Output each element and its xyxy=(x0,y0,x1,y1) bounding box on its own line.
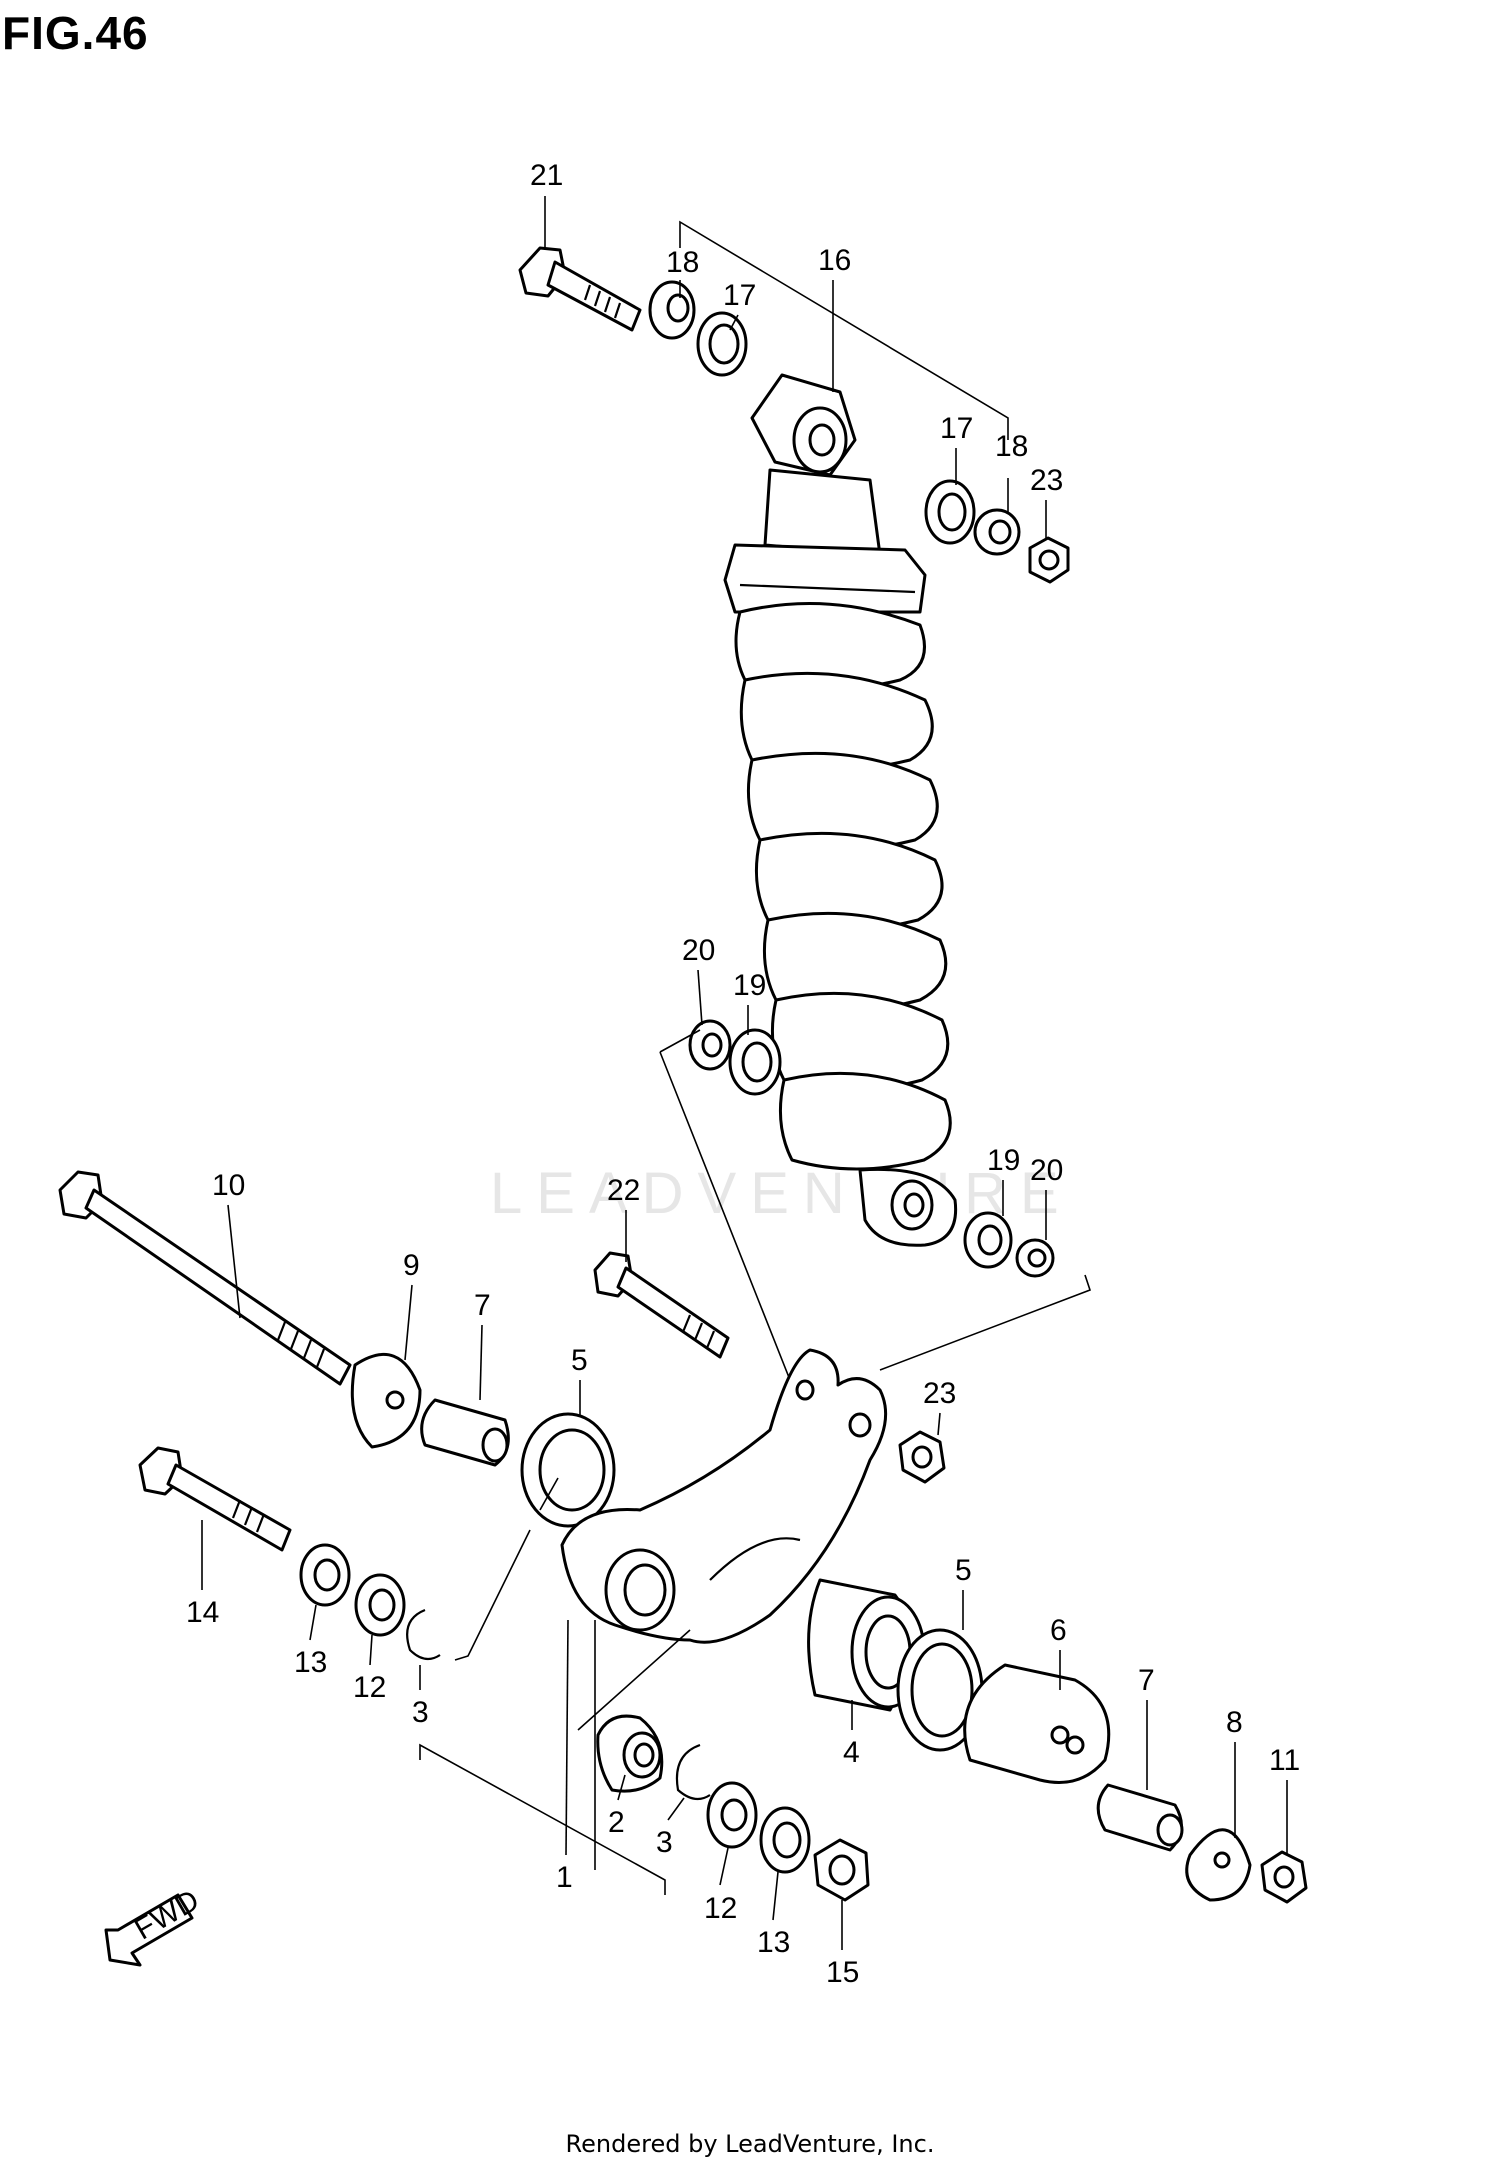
callout-8: 8 xyxy=(1226,1706,1243,1739)
callout-14: 14 xyxy=(186,1596,219,1629)
callout-11: 11 xyxy=(1269,1744,1300,1777)
callout-12-left: 12 xyxy=(353,1671,386,1704)
callout-1: 1 xyxy=(556,1861,573,1894)
part-9-washer[interactable] xyxy=(350,1353,422,1449)
part-21-bolt[interactable] xyxy=(518,246,642,332)
part-18-collar-top[interactable] xyxy=(648,280,696,340)
callout-6: 6 xyxy=(1050,1614,1067,1647)
fwd-label: FWD xyxy=(129,1884,205,1947)
callout-5-left: 5 xyxy=(571,1344,588,1377)
callout-10: 10 xyxy=(212,1169,245,1202)
callout-23-top: 23 xyxy=(1030,464,1063,497)
part-16-shock-absorber[interactable] xyxy=(723,373,958,1247)
part-8-washer[interactable] xyxy=(1185,1828,1252,1902)
part-10-long-bolt[interactable] xyxy=(58,1170,352,1386)
callout-20-right: 20 xyxy=(1030,1154,1063,1187)
footer-credit: Rendered by LeadVenture, Inc. xyxy=(565,2130,935,2158)
leader-lines xyxy=(201,196,1288,1950)
callout-17-right: 17 xyxy=(940,412,973,445)
part-5-dust-seal-left[interactable] xyxy=(520,1412,616,1528)
callout-labels: 21 18 17 16 17 18 23 20 19 19 20 10 22 9… xyxy=(186,159,1300,1989)
part-13-washer-left[interactable] xyxy=(299,1543,351,1607)
part-13-washer-center[interactable] xyxy=(759,1806,811,1874)
callout-19-left: 19 xyxy=(733,969,766,1002)
callout-18-top: 18 xyxy=(666,246,699,279)
callout-19-right: 19 xyxy=(987,1144,1020,1177)
group-bracket-lower xyxy=(419,1620,691,1895)
callout-5-right: 5 xyxy=(955,1554,972,1587)
part-23-nut-lower[interactable] xyxy=(898,1430,946,1484)
callout-3-left: 3 xyxy=(412,1696,429,1729)
group-bracket-left xyxy=(454,1477,559,1661)
part-5-dust-seal-right[interactable] xyxy=(896,1628,984,1752)
part-6-collar[interactable] xyxy=(963,1663,1111,1784)
callout-22: 22 xyxy=(607,1174,640,1207)
callout-12-center: 12 xyxy=(704,1892,737,1925)
part-1-cushion-lever[interactable] xyxy=(560,1348,888,1644)
callout-3-center: 3 xyxy=(656,1826,673,1859)
part-20-washer-left[interactable] xyxy=(688,1019,732,1071)
part-14-bolt[interactable] xyxy=(138,1446,292,1552)
part-11-nut[interactable] xyxy=(1260,1850,1308,1904)
callout-23-lower: 23 xyxy=(923,1377,956,1410)
part-22-bolt[interactable] xyxy=(593,1251,730,1359)
part-3-circlip-center[interactable] xyxy=(675,1743,711,1801)
callout-20-left: 20 xyxy=(682,934,715,967)
part-3-circlip-left[interactable] xyxy=(406,1608,441,1661)
callout-9: 9 xyxy=(403,1249,420,1282)
group-bracket-middle xyxy=(659,1029,1092,1381)
part-12-seal-center[interactable] xyxy=(706,1781,758,1849)
figure-title: FIG.46 xyxy=(2,7,149,59)
callout-18-right: 18 xyxy=(995,430,1028,463)
callout-15: 15 xyxy=(826,1956,859,1989)
callout-17-top: 17 xyxy=(723,279,756,312)
part-18-collar-right[interactable] xyxy=(973,508,1021,556)
callout-16: 16 xyxy=(818,244,851,277)
callout-21: 21 xyxy=(530,159,563,192)
part-19-seal-left[interactable] xyxy=(728,1028,782,1096)
callout-2: 2 xyxy=(608,1806,625,1839)
part-17-seal-top[interactable] xyxy=(696,311,748,377)
watermark: LEADVENTURE xyxy=(490,1161,1073,1226)
part-20-washer-right[interactable] xyxy=(1015,1238,1055,1278)
group-bracket-top xyxy=(679,220,1009,440)
callout-13-left: 13 xyxy=(294,1646,327,1679)
callout-7-right: 7 xyxy=(1138,1664,1155,1697)
part-2-collar[interactable] xyxy=(596,1714,664,1793)
fwd-arrow-icon: FWD xyxy=(104,1884,205,1967)
part-17-seal-right[interactable] xyxy=(924,479,976,545)
callout-13-center: 13 xyxy=(757,1926,790,1959)
part-7-collar-left[interactable] xyxy=(420,1398,510,1467)
part-12-seal-left[interactable] xyxy=(354,1573,406,1637)
callout-4: 4 xyxy=(843,1736,860,1769)
part-7-collar-right[interactable] xyxy=(1096,1783,1184,1852)
part-15-nut[interactable] xyxy=(813,1838,870,1902)
part-23-nut-top[interactable] xyxy=(1028,536,1070,584)
callout-7-left: 7 xyxy=(474,1289,491,1322)
part-19-seal-right[interactable] xyxy=(963,1211,1013,1269)
